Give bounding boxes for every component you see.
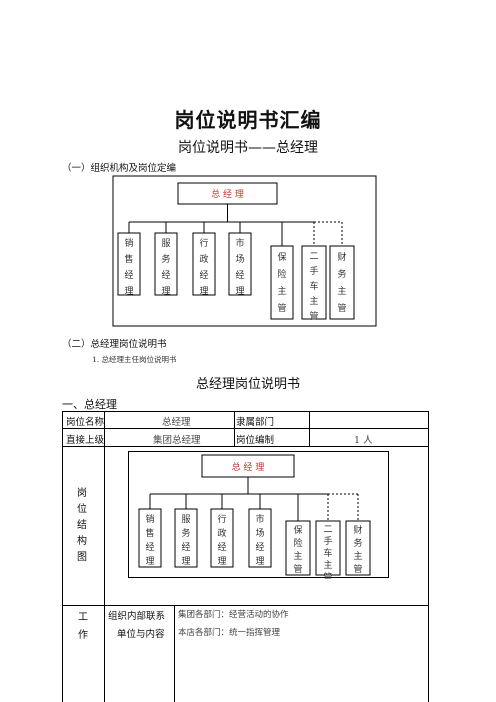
org-box-char: 主 — [323, 559, 332, 571]
org-box-char: 务 — [181, 527, 190, 539]
org-box-char: 二 — [309, 252, 318, 262]
org-box-char: 服 — [161, 238, 170, 249]
cell-contact-group: 集团各部门：经营活动的协作 — [178, 610, 289, 620]
section-heading-org: （一）组织机构及岗位定编 — [62, 163, 177, 174]
org-box-6 — [329, 245, 355, 320]
org-box-char: 车 — [323, 547, 332, 559]
org-box-4 — [270, 245, 294, 320]
org-box-char: 经 — [235, 269, 244, 281]
org-box-char: 手 — [323, 535, 332, 547]
org-box-char: 理 — [199, 286, 208, 297]
org-box-4 — [285, 520, 311, 576]
cell-label-internal-contact: 组织内部联系 — [108, 611, 166, 622]
org-box-char: 政 — [217, 527, 226, 539]
cell-headcount: 1 人 — [354, 435, 373, 446]
job-table-grid — [62, 411, 429, 702]
org-box-char: 保 — [277, 251, 286, 263]
org-box-5 — [315, 520, 341, 576]
org-box-0 — [138, 508, 162, 568]
org-box-2 — [210, 508, 234, 568]
org-box-char: 经 — [124, 269, 133, 281]
org-box-char: 主 — [353, 550, 362, 562]
org-box-0 — [117, 232, 141, 296]
org-box-char: 管 — [277, 302, 286, 314]
org-box-char: 经 — [145, 541, 154, 553]
section-heading-gm: （二）总经理岗位说明书 — [62, 339, 167, 350]
org-box-char: 场 — [255, 528, 264, 539]
org-box-char: 市 — [255, 513, 264, 525]
org-box-char: 售 — [124, 253, 133, 265]
org-box-char: 保 — [293, 524, 302, 536]
org-box-5 — [301, 245, 327, 320]
org-box-char: 管 — [337, 302, 346, 314]
cell-contact-store: 本店各部门：统一指挥管理 — [178, 628, 281, 638]
cell-label-headcount: 岗位编制 — [236, 435, 275, 446]
org2-top-label: 总 经 理 — [232, 461, 265, 473]
org-box-char: 手 — [309, 265, 318, 277]
org-box-char: 理 — [181, 556, 190, 567]
org-box-char: 经 — [217, 541, 226, 553]
org-box-char: 市 — [235, 237, 244, 249]
org-box-char: 经 — [161, 269, 170, 281]
org-box-char: 理 — [235, 286, 244, 297]
org-box-char: 主 — [337, 285, 346, 297]
org-box-3 — [248, 508, 272, 568]
org-box-char: 管 — [309, 310, 318, 322]
org-box-char: 务 — [353, 537, 362, 549]
document-subtitle: 岗位说明书——总经理 — [178, 140, 318, 156]
org-box-char: 财 — [353, 524, 362, 536]
org-box-char: 管 — [293, 563, 302, 575]
org-box-char: 理 — [217, 556, 226, 567]
org-box-char: 服 — [181, 514, 190, 525]
org-box-char: 主 — [277, 285, 286, 297]
org-box-char: 二 — [323, 525, 332, 535]
cell-supervisor: 集团总经理 — [153, 435, 201, 446]
document-title: 岗位说明书汇编 — [174, 108, 322, 132]
org-box-3 — [228, 232, 252, 296]
org-box-char: 场 — [235, 254, 244, 265]
org-box-char: 行 — [217, 513, 226, 525]
org-box-char: 经 — [199, 269, 208, 281]
list-item-1: 1. 总经理主任岗位说明书 — [92, 355, 177, 364]
org-box-char: 售 — [145, 527, 154, 539]
org-box-char: 险 — [277, 268, 286, 280]
org-box-char: 管 — [353, 563, 362, 575]
org-box-char: 车 — [309, 280, 318, 292]
heading-general-manager: 一、总经理 — [62, 398, 117, 411]
org-box-char: 经 — [181, 541, 190, 553]
org-box-char: 政 — [199, 253, 208, 265]
cell-label-work-1: 工 — [78, 612, 88, 623]
org-box-char: 务 — [161, 253, 170, 265]
org-box-char: 行 — [199, 237, 208, 249]
org-box-char: 管 — [323, 571, 332, 579]
org-box-2 — [192, 232, 216, 296]
org-box-6 — [345, 520, 371, 576]
org-box-1 — [154, 232, 178, 296]
org-box-char: 销 — [145, 513, 154, 525]
cell-label-structure: 岗位结构图 — [77, 488, 87, 563]
cell-label-department: 隶属部门 — [236, 417, 275, 428]
cell-label-position-name: 岗位名称 — [66, 417, 105, 428]
org-box-char: 理 — [124, 286, 133, 297]
org-top-label: 总 经 理 — [211, 188, 244, 200]
org-box-char: 理 — [255, 556, 264, 567]
org-box-char: 主 — [293, 550, 302, 562]
org-box-char: 务 — [337, 268, 346, 280]
cell-position-name: 总经理 — [162, 417, 191, 428]
cell-label-work-2: 作 — [78, 630, 88, 641]
org-box-1 — [174, 508, 198, 568]
org-box-char: 财 — [337, 251, 346, 263]
org-box-char: 险 — [293, 537, 302, 549]
center-title: 总经理岗位说明书 — [195, 377, 300, 392]
org-box-char: 经 — [255, 541, 264, 553]
cell-label-supervisor: 直接上级 — [66, 435, 105, 446]
org-box-char: 销 — [124, 237, 133, 249]
org-box-char: 理 — [161, 286, 170, 297]
org-box-char: 理 — [145, 556, 154, 567]
org-box-char: 主 — [309, 295, 318, 307]
cell-label-unit-content: 单位与内容 — [117, 629, 165, 640]
